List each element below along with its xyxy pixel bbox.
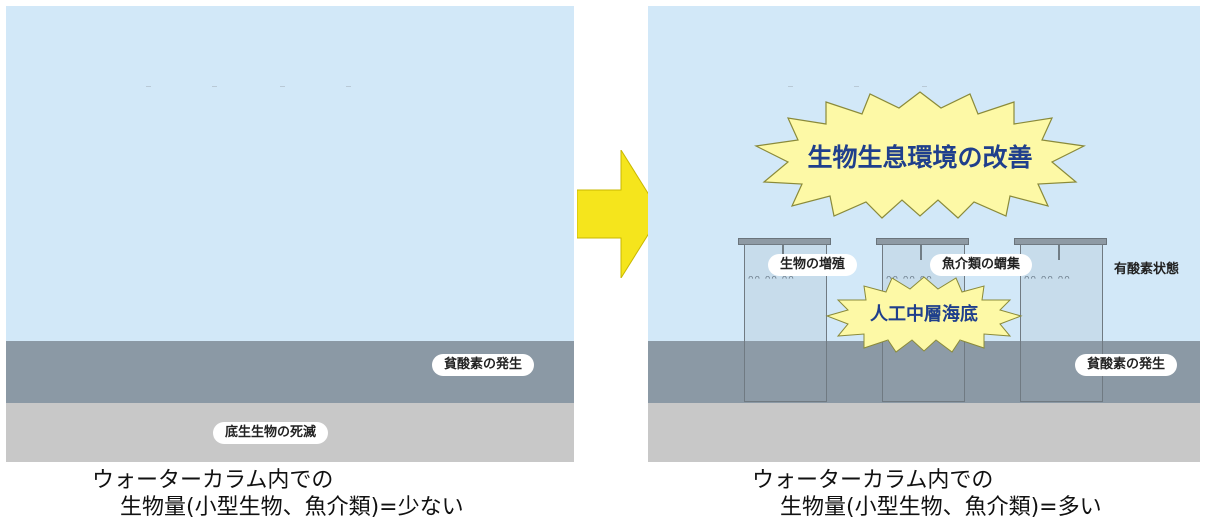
seabed xyxy=(648,403,1200,462)
fish-gathering-label: 魚介類の蝟集 xyxy=(930,254,1033,276)
before-caption: ウォーターカラム内での 生物量(小型生物、魚介類)=少ない xyxy=(92,467,464,521)
reef-post xyxy=(920,244,922,260)
water-speck xyxy=(146,86,151,87)
habitat-improvement-burst: 生物生息環境の改善 xyxy=(752,88,1088,220)
starburst-shape xyxy=(825,276,1023,353)
before-caption-line1: ウォーターカラム内での xyxy=(92,468,334,493)
benthic-death-label: 底生生物の死滅 xyxy=(213,422,329,444)
hypoxia-label: 貧酸素の発生 xyxy=(1075,354,1178,376)
water-speck xyxy=(854,86,859,87)
artificial-seabed-burst: 人工中層海底 xyxy=(824,274,1024,354)
habitat-improvement-text: 生物生息環境の改善 xyxy=(807,143,1033,172)
before-caption-line2: 生物量(小型生物、魚介類)=少ない xyxy=(120,495,464,520)
reef-growth: ᴖᴖ ᴖᴖ ᴖᴖ xyxy=(886,274,933,284)
hypoxia-label: 貧酸素の発生 xyxy=(432,354,535,376)
reef-post xyxy=(1058,244,1060,260)
reef-growth: ᴖᴖ ᴖᴖ ᴖᴖ xyxy=(1024,274,1071,284)
reef-post xyxy=(782,244,784,260)
reef-growth: ᴖᴖ ᴖᴖ ᴖᴖ xyxy=(748,274,795,284)
transition-arrow-icon xyxy=(577,150,662,278)
oxygenated-label: 有酸素状態 xyxy=(1114,262,1180,277)
after-caption: ウォーターカラム内での 生物量(小型生物、魚介類)=多い xyxy=(752,467,1102,521)
after-caption-line2: 生物量(小型生物、魚介類)=多い xyxy=(780,495,1102,520)
water-speck xyxy=(280,86,285,87)
starburst-shape xyxy=(754,91,1086,219)
reef-cage xyxy=(1020,244,1103,402)
after-panel: ᴖᴖ ᴖᴖ ᴖᴖ ᴖᴖ ᴖᴖ ᴖᴖ ᴖᴖ ᴖᴖ ᴖᴖ 生物の増殖 魚介類の蝟集 … xyxy=(648,6,1200,462)
after-caption-line1: ウォーターカラム内での xyxy=(752,468,994,493)
growth-label: 生物の増殖 xyxy=(768,254,858,276)
artificial-seabed-text: 人工中層海底 xyxy=(870,304,978,325)
water-speck xyxy=(346,86,351,87)
before-panel: 貧酸素の発生 底生生物の死滅 xyxy=(6,6,574,462)
water-column xyxy=(6,6,574,341)
water-speck xyxy=(212,86,217,87)
water-speck xyxy=(922,86,927,87)
water-speck xyxy=(788,86,793,87)
